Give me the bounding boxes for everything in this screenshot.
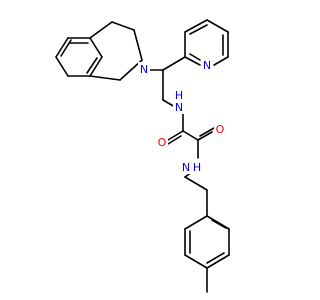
bond [167, 130, 184, 141]
carbonyl-oxygen-left: O [156, 135, 168, 149]
bond [86, 57, 98, 74]
bond [199, 127, 215, 137]
molecule-structure-diagram: N N H N O O N H [55, 19, 230, 293]
bond [89, 56, 103, 77]
bond [213, 56, 229, 66]
amide-nh-upper: H N [173, 88, 185, 114]
bond [211, 219, 227, 229]
bond [89, 75, 121, 81]
atom-label-n: N [182, 161, 190, 174]
amide-nh-lower: N H [180, 160, 204, 174]
atom-label-o: O [158, 136, 167, 149]
atom-labels: N N H N O O N H [138, 58, 226, 174]
isoquinoline-nitrogen: N [138, 62, 150, 76]
atom-label-h: H [175, 89, 183, 102]
bond [206, 19, 229, 33]
bond [55, 37, 69, 58]
bond [197, 131, 213, 141]
bond [111, 21, 135, 31]
bond [184, 215, 208, 230]
bond [189, 53, 201, 61]
atom-label-h: H [193, 161, 201, 174]
bond [184, 254, 208, 269]
atom-label-o: O [216, 123, 225, 136]
atom-label-n: N [140, 63, 148, 76]
bond [184, 176, 208, 191]
pyridine-nitrogen: N [201, 58, 213, 72]
bonds [55, 19, 230, 293]
bond [206, 254, 230, 269]
bond [89, 37, 103, 58]
bond [182, 130, 199, 141]
atom-label-n: N [203, 59, 211, 72]
atom-label-n: N [175, 101, 183, 114]
bond [133, 29, 143, 61]
bond [162, 56, 186, 71]
bond [89, 21, 113, 39]
bond [184, 56, 201, 66]
bond [167, 135, 182, 145]
bond [184, 19, 208, 33]
bond [60, 39, 72, 57]
bond [206, 252, 225, 264]
carbonyl-oxygen-right: O [214, 122, 226, 136]
bond [55, 56, 69, 77]
bond [189, 24, 208, 35]
